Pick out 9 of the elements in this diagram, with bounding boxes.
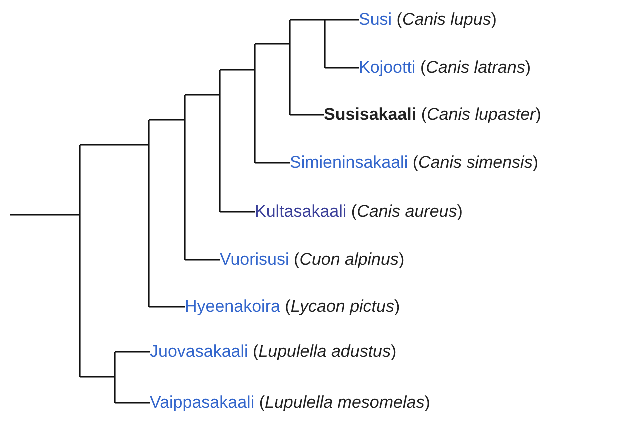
species-label: Susi (Canis lupus) xyxy=(359,10,497,30)
species-label: Kultasakaali (Canis aureus) xyxy=(255,202,463,222)
species-label: Hyeenakoira (Lycaon pictus) xyxy=(185,297,400,317)
species-label: Vuorisusi (Cuon alpinus) xyxy=(220,250,405,270)
species-label: Susisakaali (Canis lupaster) xyxy=(324,105,542,125)
species-label: Simieninsakaali (Canis simensis) xyxy=(290,153,538,173)
species-label: Kojootti (Canis latrans) xyxy=(359,58,531,78)
species-label: Vaippasakaali (Lupulella mesomelas) xyxy=(150,393,430,413)
species-label: Juovasakaali (Lupulella adustus) xyxy=(150,342,397,362)
